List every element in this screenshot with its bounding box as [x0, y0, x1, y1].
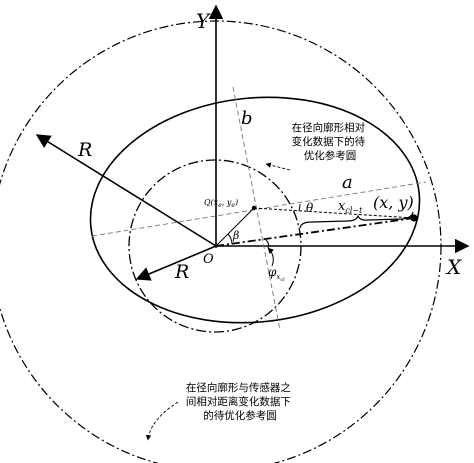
x-ctl-label: xcl−t [338, 199, 363, 215]
outer-radius-arrow [35, 134, 217, 247]
a-label: a [342, 172, 353, 193]
center-label: Q(xe, ye) [204, 198, 238, 209]
x-ctl-brace [299, 211, 414, 229]
phi-label: φxcl [268, 265, 285, 283]
center-point-q [251, 205, 257, 211]
theta-label: θ [306, 201, 314, 215]
inner-circle-annotation: 在径向廓形相对 变化数据下的待 优化参考圆 [292, 121, 369, 162]
origin-to-center-line [215, 207, 255, 247]
point-label: (x, y) [373, 193, 414, 212]
beta-arc [227, 233, 233, 245]
phi-arc-tick [265, 239, 270, 249]
outer-annotation-leader [145, 401, 179, 441]
origin-label: O [203, 252, 214, 267]
phi-arc [267, 247, 274, 267]
radial-profile-ellipse [89, 96, 421, 324]
y-axis-label: Y [196, 9, 211, 33]
outer-radius-label: R [77, 139, 92, 161]
inner-radius-label: R [174, 261, 189, 283]
beta-label: β [232, 229, 239, 242]
x-axis-label: X [445, 255, 462, 279]
center-to-point-line [253, 207, 415, 219]
major-axis-a [91, 181, 427, 237]
inner-radius-arrow [135, 245, 217, 281]
origin-point [214, 244, 218, 248]
origin-to-point-line [215, 217, 415, 247]
theta-arc [298, 203, 301, 212]
inner-annotation-leader [265, 162, 291, 171]
b-label: b [241, 108, 253, 129]
outer-circle-annotation: 在径向廓形与传感器之 间相对距离变化数据下 的待优化参考圆 [186, 381, 294, 422]
point-xy [410, 214, 418, 222]
